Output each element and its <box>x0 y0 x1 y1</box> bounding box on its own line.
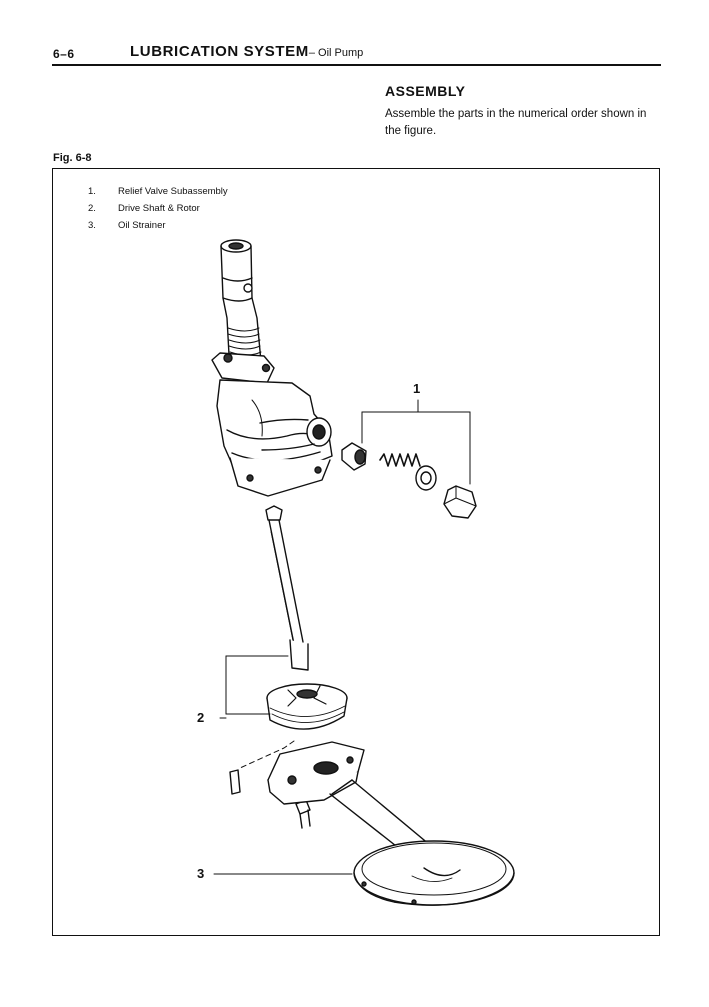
callout-2-leader <box>219 655 289 719</box>
page-number: 6–6 <box>53 47 75 61</box>
legend-item: 3. Oil Strainer <box>88 220 166 231</box>
legend-item: 1. Relief Valve Subassembly <box>88 186 228 197</box>
relief-valve-parts <box>341 442 477 519</box>
oil-pump-exploded-diagram <box>211 239 515 906</box>
legend-text: Oil Strainer <box>118 220 166 231</box>
callout-2: 2 <box>197 710 205 725</box>
callout-3: 3 <box>197 866 205 881</box>
legend-text: Relief Valve Subassembly <box>118 186 228 197</box>
section-heading: ASSEMBLY <box>385 83 466 99</box>
drive-shaft-rotor <box>265 505 348 730</box>
figure-frame <box>52 168 660 936</box>
chapter-title: LUBRICATION SYSTEM– Oil Pump <box>130 43 363 60</box>
oil-strainer <box>267 741 515 906</box>
section-body: Assemble the parts in the numerical orde… <box>385 108 647 137</box>
header-rule <box>52 64 661 66</box>
callout-1: 1 <box>413 381 421 396</box>
legend-number: 2. <box>88 203 96 214</box>
callout-1-leader <box>361 399 471 485</box>
legend-item: 2. Drive Shaft & Rotor <box>88 203 200 214</box>
figure-label: Fig. 6-8 <box>53 152 92 164</box>
chapter-subtitle: – Oil Pump <box>308 47 364 59</box>
legend-text: Drive Shaft & Rotor <box>118 203 200 214</box>
legend-number: 1. <box>88 186 96 197</box>
pump-body <box>211 239 333 497</box>
legend-number: 3. <box>88 220 96 231</box>
pin-and-bolt <box>229 769 311 829</box>
chapter-title-main: LUBRICATION SYSTEM <box>130 43 309 60</box>
